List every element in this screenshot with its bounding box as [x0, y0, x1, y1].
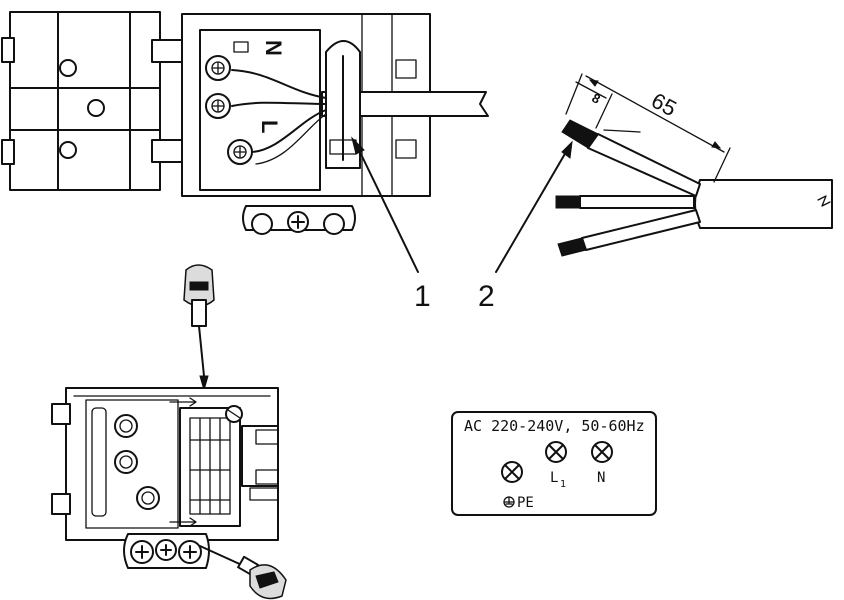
- wire: [231, 101, 327, 107]
- pin-hole: [59, 141, 77, 159]
- plug-body: [9, 11, 161, 191]
- screwdriver: [199, 545, 287, 600]
- terminal-n-label: N: [597, 470, 605, 486]
- neutral-lamp-icon: [591, 441, 613, 463]
- stripped-end: [557, 237, 587, 257]
- earth-symbol-icon: [503, 496, 515, 508]
- wire-core: [587, 133, 701, 197]
- plate-border: [451, 411, 657, 516]
- callout-2: 2: [478, 280, 495, 313]
- wire-core: [579, 195, 695, 209]
- screwdriver: [183, 264, 215, 392]
- connector-top-view: N L: [1, 11, 489, 235]
- pin-hole: [59, 59, 77, 77]
- stripped-end: [561, 119, 599, 149]
- pin-hole: [87, 99, 105, 117]
- neutral-mark: N: [261, 40, 286, 56]
- earth-lamp-icon: [501, 461, 523, 483]
- stripped-end: [555, 195, 581, 209]
- strip-length-short: 8: [589, 90, 602, 107]
- rating-plate: AC 220-240V, 50-60Hz L 1 N PE: [451, 411, 657, 516]
- terminal-l-subscript: 1: [560, 479, 566, 490]
- terminal-l-label: L: [550, 470, 558, 486]
- leader-line: [357, 147, 419, 273]
- terminal-screw: [205, 55, 231, 81]
- callout-1: 1: [414, 280, 431, 313]
- wire: [251, 109, 327, 153]
- connector-assembly-view: [51, 264, 287, 600]
- wire: [231, 69, 327, 99]
- strip-length-long: 65: [647, 88, 680, 122]
- terminal-screw: [205, 93, 231, 119]
- live-mark: L: [257, 120, 282, 133]
- wire-core: [581, 209, 701, 251]
- stripped-cable: 8 65: [555, 73, 833, 257]
- live-lamp-icon: [545, 441, 567, 463]
- rating-text: AC 220-240V, 50-60Hz: [464, 417, 645, 435]
- leader-line: [495, 151, 567, 273]
- cable-sheath: [694, 179, 833, 229]
- terminal-screw: [227, 139, 253, 165]
- earth-label: PE: [517, 495, 534, 511]
